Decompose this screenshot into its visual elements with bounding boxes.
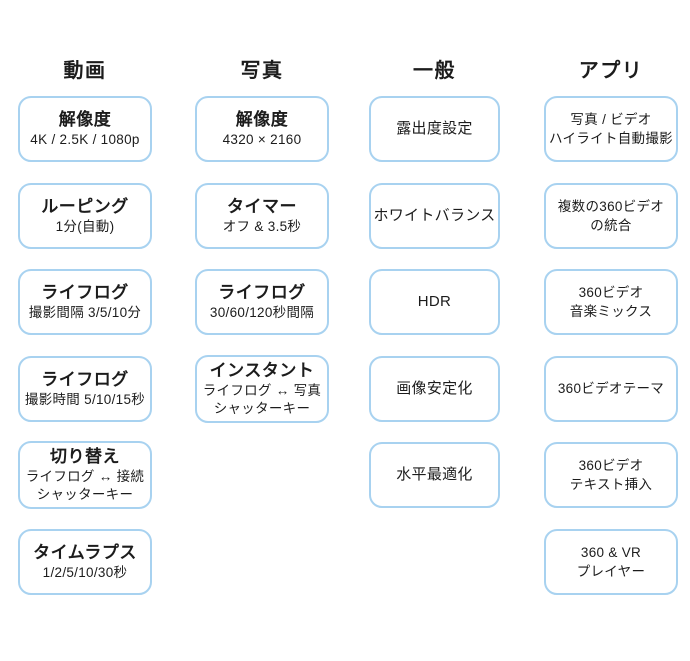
feature-box-line: 露出度設定 — [396, 120, 473, 138]
feature-box-line: 複数の360ビデオ — [557, 198, 665, 214]
feature-box-title: ルーピング — [41, 196, 129, 216]
feature-slot: 水平最適化 — [369, 432, 500, 519]
feature-box: ライフログ撮影時間 5/10/15秒 — [18, 355, 152, 422]
feature-box-line: の統合 — [590, 217, 632, 233]
feature-box-title: インスタント — [209, 360, 315, 380]
feature-box: インスタントライフログ ↔ 写真シャッターキー — [195, 354, 329, 423]
feature-box-line: 撮影時間 5/10/15秒 — [24, 391, 146, 407]
feature-box: 水平最適化 — [369, 442, 500, 509]
feature-slot: 360ビデオ音楽ミックス — [544, 259, 678, 346]
feature-box: タイマーオフ & 3.5秒 — [195, 182, 329, 249]
feature-slot: 画像安定化 — [369, 346, 500, 433]
feature-box-line: 音楽ミックス — [569, 304, 653, 320]
feature-box-line: 4320 × 2160 — [222, 132, 302, 148]
feature-slot: ライフログ撮影間隔 3/5/10分 — [18, 259, 152, 346]
column-header-video: 動画 — [63, 59, 107, 82]
feature-box: 360 & VR プレイヤー — [544, 528, 678, 595]
feature-box-title: 解像度 — [235, 110, 289, 130]
feature-box: ホワイトバランス — [369, 182, 500, 249]
column-photo: 写真解像度 4320 × 2160 タイマーオフ & 3.5秒ライフログ 30/60/… — [195, 50, 329, 605]
feature-slot: 360ビデオテキスト挿入 — [544, 432, 678, 519]
feature-box-title: 切り替え — [50, 447, 120, 467]
feature-slot: 360ビデオテーマ — [544, 346, 678, 433]
feature-box-line: プレイヤー — [576, 563, 646, 579]
feature-box-line: 1/2/5/10/30秒 — [42, 564, 128, 580]
feature-box-line: HDR — [417, 293, 452, 311]
feature-box-line: シャッターキー — [36, 487, 134, 503]
feature-slot: ホワイトバランス — [369, 173, 500, 260]
feature-box: HDR — [369, 269, 500, 336]
feature-box: ルーピング 1分(自動) — [18, 182, 152, 249]
feature-slot: 360 & VR プレイヤー — [544, 519, 678, 606]
feature-slot: タイムラプス 1/2/5/10/30秒 — [18, 519, 152, 606]
feature-box: 複数の360ビデオの統合 — [544, 182, 678, 249]
column-header-app: アプリ — [578, 59, 644, 82]
feature-box: タイムラプス 1/2/5/10/30秒 — [18, 528, 152, 595]
feature-box-title: 解像度 — [58, 110, 112, 130]
feature-box-line: 360ビデオ — [578, 458, 644, 474]
feature-box: 360ビデオテーマ — [544, 355, 678, 422]
feature-box-line: 30/60/120秒間隔 — [209, 305, 315, 321]
feature-box: 360ビデオテキスト挿入 — [544, 442, 678, 509]
feature-box-line: ホワイトバランス — [373, 206, 496, 224]
column-header-general: 一般 — [413, 59, 456, 82]
feature-box: 画像安定化 — [369, 355, 500, 422]
feature-box-line: ライフログ ↔ 接続 — [25, 469, 145, 485]
feature-slot: 露出度設定 — [369, 86, 500, 173]
feature-box-title: ライフログ — [41, 369, 129, 389]
feature-box-line: 撮影間隔 3/5/10分 — [28, 305, 142, 321]
feature-box-line: 360ビデオ — [578, 285, 644, 301]
feature-box-title: ライフログ — [218, 283, 306, 303]
feature-box-line: 画像安定化 — [396, 379, 473, 397]
feature-box-line: オフ & 3.5秒 — [222, 218, 302, 234]
feature-box: 切り替えライフログ ↔ 接続シャッターキー — [18, 441, 152, 510]
feature-box-line: ハイライト自動撮影 — [549, 131, 673, 147]
feature-slot: 解像度 4K / 2.5K / 1080p — [18, 86, 152, 173]
feature-box-line: 4K / 2.5K / 1080p — [30, 132, 140, 148]
feature-slot: 解像度 4320 × 2160 — [195, 86, 329, 173]
feature-slot: タイマーオフ & 3.5秒 — [195, 173, 329, 260]
feature-box: ライフログ撮影間隔 3/5/10分 — [18, 269, 152, 336]
feature-slot: HDR — [369, 259, 500, 346]
feature-box-line: テキスト挿入 — [569, 477, 653, 493]
feature-box-line: シャッターキー — [213, 400, 311, 416]
feature-box: 写真 / ビデオハイライト自動撮影 — [544, 96, 678, 163]
feature-box: 解像度 4K / 2.5K / 1080p — [18, 96, 152, 163]
feature-slot: 写真 / ビデオハイライト自動撮影 — [544, 86, 678, 173]
feature-slot: ライフログ撮影時間 5/10/15秒 — [18, 346, 152, 433]
feature-box-line: 1分(自動) — [55, 218, 115, 234]
feature-slot: ルーピング 1分(自動) — [18, 173, 152, 260]
feature-box-line: 水平最適化 — [396, 466, 473, 484]
feature-slot: インスタントライフログ ↔ 写真シャッターキー — [195, 346, 329, 433]
feature-box-title: タイムラプス — [33, 542, 137, 562]
feature-box: 露出度設定 — [369, 96, 500, 163]
feature-slot: 複数の360ビデオの統合 — [544, 173, 678, 260]
feature-box-line: 360 & VR — [580, 544, 642, 560]
column-header-photo: 写真 — [240, 59, 284, 82]
feature-box: 360ビデオ音楽ミックス — [544, 269, 678, 336]
feature-box: 解像度 4320 × 2160 — [195, 96, 329, 163]
feature-box: ライフログ 30/60/120秒間隔 — [195, 269, 329, 336]
feature-box-title: ライフログ — [41, 283, 129, 303]
feature-slot: ライフログ 30/60/120秒間隔 — [195, 259, 329, 346]
feature-box-line: ライフログ ↔ 写真 — [202, 382, 322, 398]
column-general: 一般露出度設定ホワイトバランス HDR 画像安定化水平最適化 — [369, 50, 500, 605]
feature-slot: 切り替えライフログ ↔ 接続シャッターキー — [18, 432, 152, 519]
feature-box-line: 写真 / ビデオ — [570, 112, 652, 128]
feature-box-title: タイマー — [227, 196, 297, 216]
feature-box-line: 360ビデオテーマ — [557, 381, 665, 397]
